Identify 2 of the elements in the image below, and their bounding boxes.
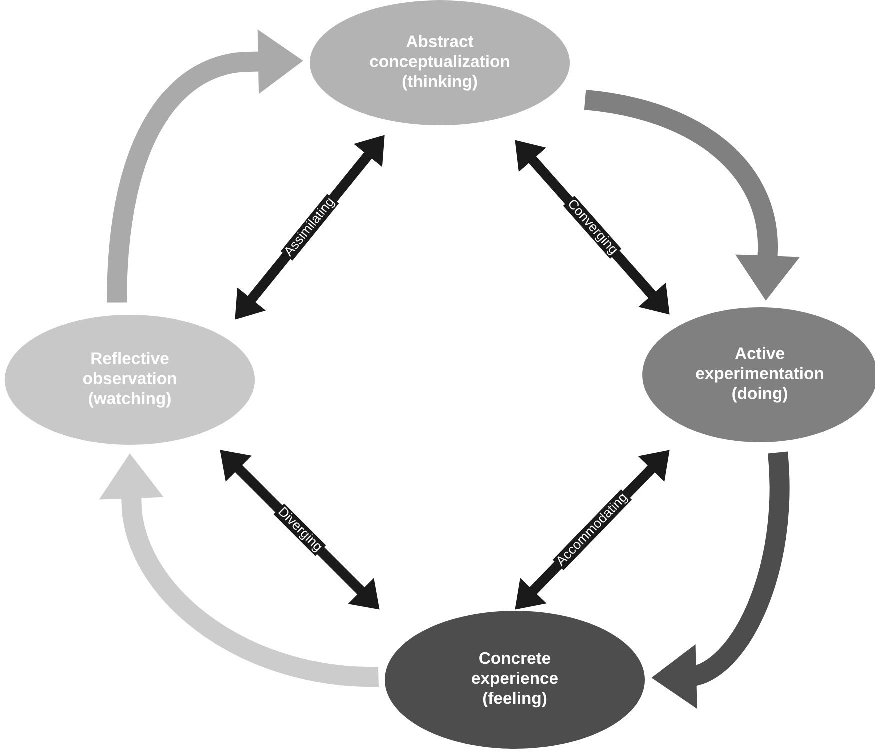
ellipse-node: Abstract conceptualization (thinking) xyxy=(310,0,570,126)
ellipse-node: Concrete experience (feeling) xyxy=(385,611,645,749)
